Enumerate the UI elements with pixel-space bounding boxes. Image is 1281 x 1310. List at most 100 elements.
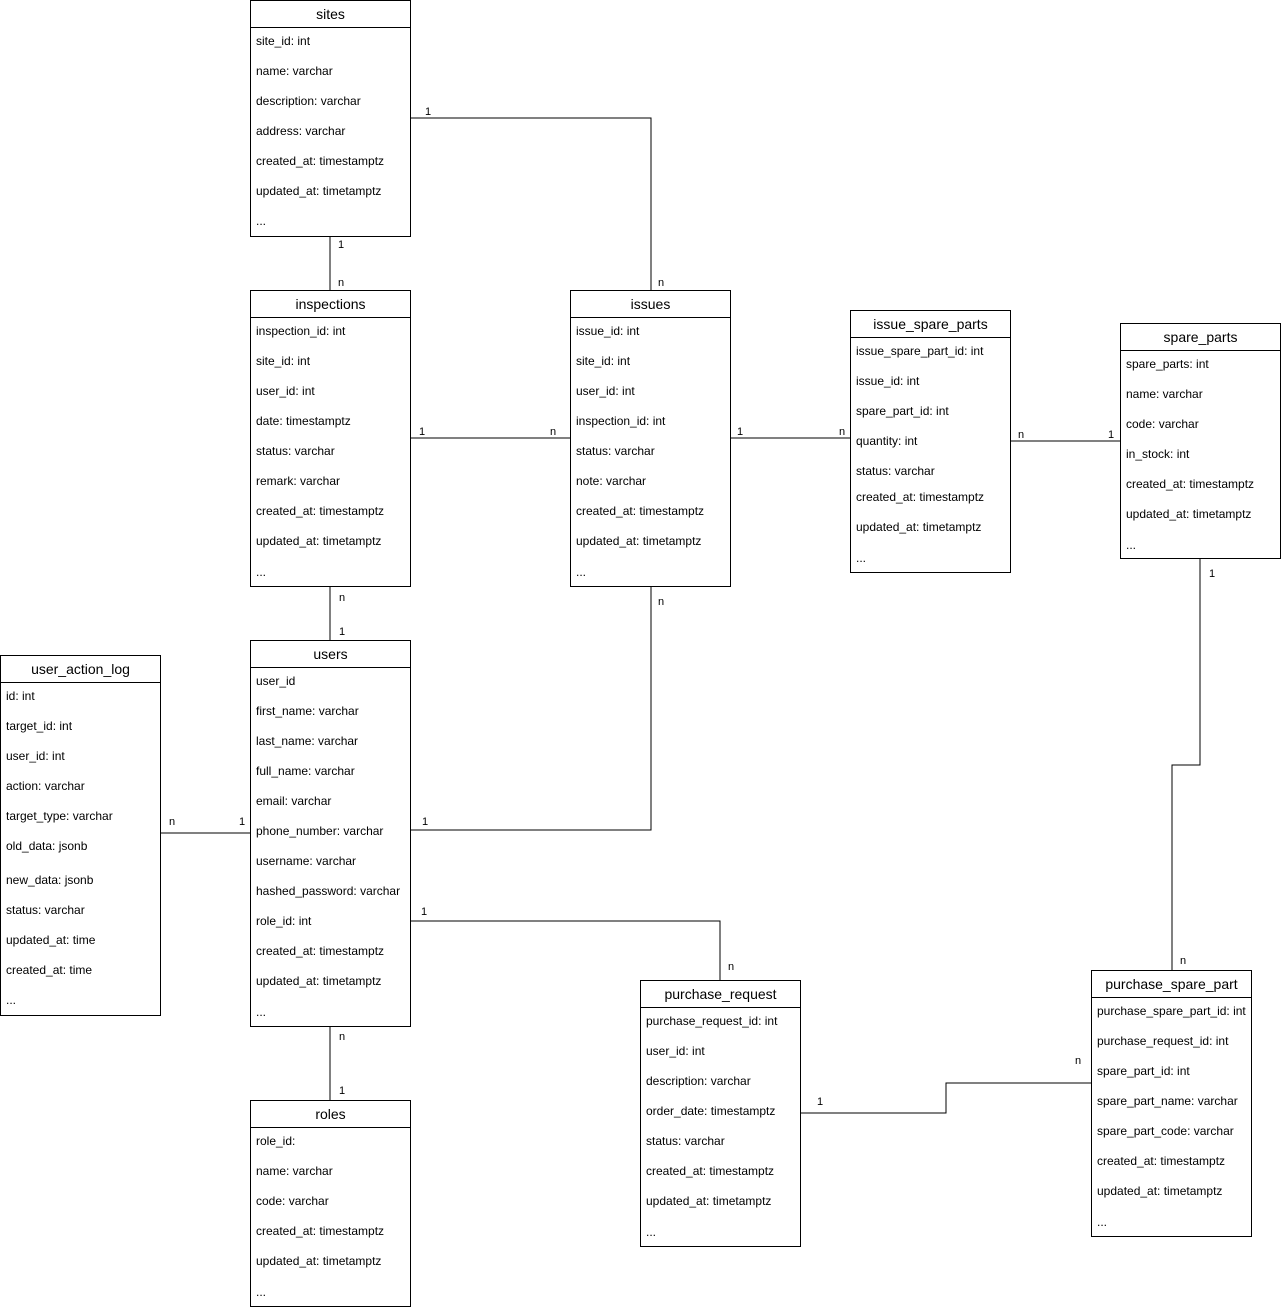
entity-field: updated_at: time [6, 933, 96, 947]
entity-field: user_id [256, 674, 296, 688]
entity-field: created_at: timestamptz [256, 504, 385, 518]
entity-field: first_name: varchar [256, 704, 359, 718]
entity-field: spare_parts: int [1126, 357, 1209, 371]
entity-field: old_data: jsonb [6, 839, 88, 853]
entity-field: code: varchar [256, 1194, 329, 1208]
entity-field: ... [576, 565, 587, 579]
entity-field: issue_id: int [856, 374, 920, 388]
entity-users[interactable]: users user_id first_name: varchar last_name… [250, 640, 411, 1027]
entity-field: description: varchar [646, 1074, 751, 1088]
entity-user-action-log[interactable]: user_action_log id: int target_id: int user… [0, 655, 161, 1016]
entity-field: ... [256, 214, 267, 228]
cardinality-label: n [1180, 955, 1186, 967]
relationship-users-to-inspections: 1n [329, 587, 345, 640]
entity-issue-spare-parts[interactable]: issue_spare_parts issue_spare_part_id: in… [850, 310, 1011, 573]
entity-field: ... [1126, 538, 1137, 552]
relationship-spare-parts-to-purchase-spare-part: 1n [1171, 559, 1215, 970]
entity-field: created_at: timestamptz [256, 154, 385, 168]
entity-field: target_type: varchar [6, 809, 113, 823]
cardinality-label: 1 [339, 1085, 345, 1097]
entity-field: status: varchar [6, 903, 85, 917]
entity-field: status: varchar [856, 464, 935, 478]
entity-field: updated_at: timetamptz [256, 184, 382, 198]
entity-field: updated_at: timetamptz [856, 520, 982, 534]
cardinality-label: n [169, 816, 175, 828]
entity-field: created_at: timestamptz [1097, 1154, 1226, 1168]
entity-field: in_stock: int [1126, 447, 1190, 461]
cardinality-label: 1 [419, 426, 425, 438]
entity-field: created_at: time [6, 963, 93, 977]
relationship-sites-to-inspections: 1n [329, 237, 344, 290]
entity-field: target_id: int [6, 719, 73, 733]
entity-field: full_name: varchar [256, 764, 355, 778]
entity-field: remark: varchar [256, 474, 341, 488]
entity-title: roles [251, 1101, 410, 1128]
entity-field: ... [256, 1005, 267, 1019]
entity-field: last_name: varchar [256, 734, 359, 748]
entity-field: user_id: int [576, 384, 635, 398]
relationship-purchase-request-to-purchase-spare-part: 1n [801, 1055, 1091, 1114]
cardinality-label: 1 [737, 426, 743, 438]
cardinality-label: 1 [817, 1096, 823, 1108]
entity-title: purchase_spare_part [1092, 971, 1251, 998]
cardinality-label: 1 [338, 239, 344, 251]
entity-field: inspection_id: int [256, 324, 346, 338]
entity-field: issue_spare_part_id: int [856, 344, 984, 358]
entity-title: inspections [251, 291, 410, 318]
entity-field: user_id: int [6, 749, 65, 763]
entity-field: ... [6, 993, 17, 1007]
entity-field: created_at: timestamptz [856, 490, 985, 504]
entity-field: role_id: int [256, 914, 312, 928]
entity-field: inspection_id: int [576, 414, 666, 428]
entity-title: users [251, 641, 410, 668]
entity-field: description: varchar [256, 94, 361, 108]
entity-field: quantity: int [856, 434, 918, 448]
entity-field: issue_id: int [576, 324, 640, 338]
entity-inspections[interactable]: inspections inspection_id: int site_id: in… [250, 290, 411, 587]
entity-field: order_date: timestamptz [646, 1104, 776, 1118]
entity-field: id: int [6, 689, 35, 703]
entity-field: action: varchar [6, 779, 85, 793]
entity-field: site_id: int [256, 354, 311, 368]
entity-title: issue_spare_parts [851, 311, 1010, 338]
entity-field: name: varchar [256, 64, 333, 78]
cardinality-label: n [550, 426, 556, 438]
cardinality-label: 1 [1108, 429, 1114, 441]
entity-purchase-spare-part[interactable]: purchase_spare_part purchase_spare_part_i… [1091, 970, 1252, 1237]
cardinality-label: n [338, 277, 344, 289]
entity-field: user_id: int [256, 384, 315, 398]
entity-field: updated_at: timetamptz [256, 974, 382, 988]
entity-field: role_id: [256, 1134, 296, 1148]
entity-field: updated_at: timetamptz [1097, 1184, 1223, 1198]
entity-field: phone_number: varchar [256, 824, 384, 838]
entity-field: site_id: int [576, 354, 631, 368]
cardinality-label: n [839, 426, 845, 438]
entity-field: created_at: timestamptz [1126, 477, 1255, 491]
entity-field: note: varchar [576, 474, 647, 488]
relationship-sites-to-issues: 1n [411, 106, 664, 290]
entity-field: new_data: jsonb [6, 873, 94, 887]
entity-field: spare_part_id: int [856, 404, 949, 418]
entity-field: site_id: int [256, 34, 311, 48]
cardinality-label: 1 [421, 906, 427, 918]
entity-title: user_action_log [1, 656, 160, 683]
entity-field: user_id: int [646, 1044, 705, 1058]
entity-field: ... [856, 551, 867, 565]
entity-field: status: varchar [576, 444, 655, 458]
relationship-line [411, 920, 721, 980]
cardinality-label: 1 [425, 106, 431, 118]
entity-field: ... [256, 1285, 267, 1299]
relationship-line [1171, 559, 1201, 970]
entity-field: purchase_spare_part_id: int [1097, 1004, 1246, 1018]
entity-title: spare_parts [1121, 324, 1280, 351]
entity-field: created_at: timestamptz [256, 1224, 385, 1238]
entity-field: username: varchar [256, 854, 357, 868]
